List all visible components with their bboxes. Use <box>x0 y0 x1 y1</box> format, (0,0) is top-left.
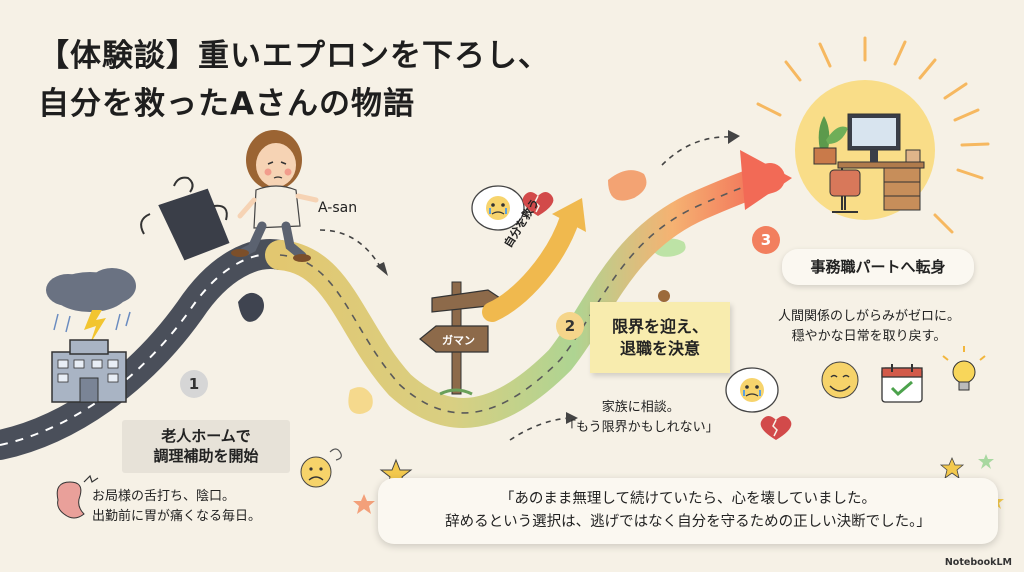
stage-1-number: 1 <box>180 370 208 398</box>
road <box>0 239 295 460</box>
woman-icon <box>231 130 319 262</box>
stomach-icon <box>56 474 99 519</box>
save-self-arrow <box>482 198 586 322</box>
stage-1-heading-line1: 老人ホームで <box>161 427 251 445</box>
stage-1-heading-line2: 調理補助を開始 <box>153 447 259 466</box>
stage-2-heading-line2: 退職を決意 <box>619 338 700 358</box>
star-icon <box>353 494 375 514</box>
stage-2-heading-line1: 限界を迎え、 <box>611 317 708 336</box>
storm-cloud-icon <box>46 268 136 344</box>
stage-1-desc-line1: お局様の舌打ち、陰口。 <box>92 489 236 504</box>
stage-2-desc-line2: 「もう限界かもしれない」 <box>563 420 719 436</box>
page-title-line2: 自分を救ったAさんの物語 <box>38 86 415 122</box>
smiley-icon <box>821 361 859 399</box>
desk-office-icon <box>813 113 925 213</box>
crying-emoji-icon <box>725 367 779 413</box>
calendar-check-icon <box>881 364 923 403</box>
stage-3-desc-line2: 穏やかな日常を取り戻す。 <box>791 329 947 345</box>
broken-heart-icon <box>760 416 792 440</box>
stage-3-desc-line1: 人間関係のしがらみがゼロに。 <box>778 309 961 324</box>
quote-line1: 「あのまま無理して続けていたら、心を壊していました。 <box>499 491 877 507</box>
stage-1-description: お局様の舌打ち、陰口。 出勤前に胃が痛くなる毎日。 <box>92 487 261 527</box>
page-title-line1: 【体験談】重いエプロンを下ろし、 <box>38 38 550 74</box>
crying-emoji-icon <box>471 185 525 231</box>
broken-heart-icon <box>522 192 554 216</box>
decorative-blob <box>608 170 647 201</box>
quote-line2: 辞めるという選択は、逃げではなく自分を守るための正しい決断でした。」 <box>445 514 931 531</box>
stage-2-number: 2 <box>556 312 584 340</box>
stage-1-heading: 老人ホームで 調理補助を開始 <box>122 420 290 473</box>
signpost-icon <box>419 281 502 396</box>
star-icon <box>939 456 965 479</box>
stage-3-description: 人間関係のしがらみがゼロに。 穏やかな日常を取り戻す。 <box>778 307 960 347</box>
stage-2-description: 家族に相談。 「もう限界かもしれない」 <box>563 398 719 438</box>
stage-3-heading: 事務職パートへ転身 <box>782 249 974 286</box>
decorative-blob <box>238 292 264 322</box>
stage-2-sticky-note: 限界を迎え、 退職を決意 <box>590 302 730 374</box>
dashed-arrows <box>319 136 733 441</box>
stage-3-number: 3 <box>752 226 780 254</box>
lightbulb-icon <box>942 346 986 391</box>
decorative-blob <box>348 387 373 414</box>
stage-2-desc-line1: 家族に相談。 <box>601 400 680 415</box>
signpost-label: ガマン <box>442 334 475 347</box>
apron-icon <box>140 176 230 261</box>
quote-box: 「あのまま無理して続けていたら、心を壊していました。 辞めるという選択は、逃げで… <box>378 478 998 545</box>
stage-1-desc-line2: 出勤前に胃が痛くなる毎日。 <box>92 509 262 525</box>
credit-label: NotebookLM <box>944 557 1012 568</box>
star-icon <box>978 454 994 469</box>
character-label: A-san <box>318 200 358 216</box>
sad-face-icon <box>300 448 342 488</box>
path-to-new-life <box>265 150 792 428</box>
building-icon <box>51 339 127 403</box>
